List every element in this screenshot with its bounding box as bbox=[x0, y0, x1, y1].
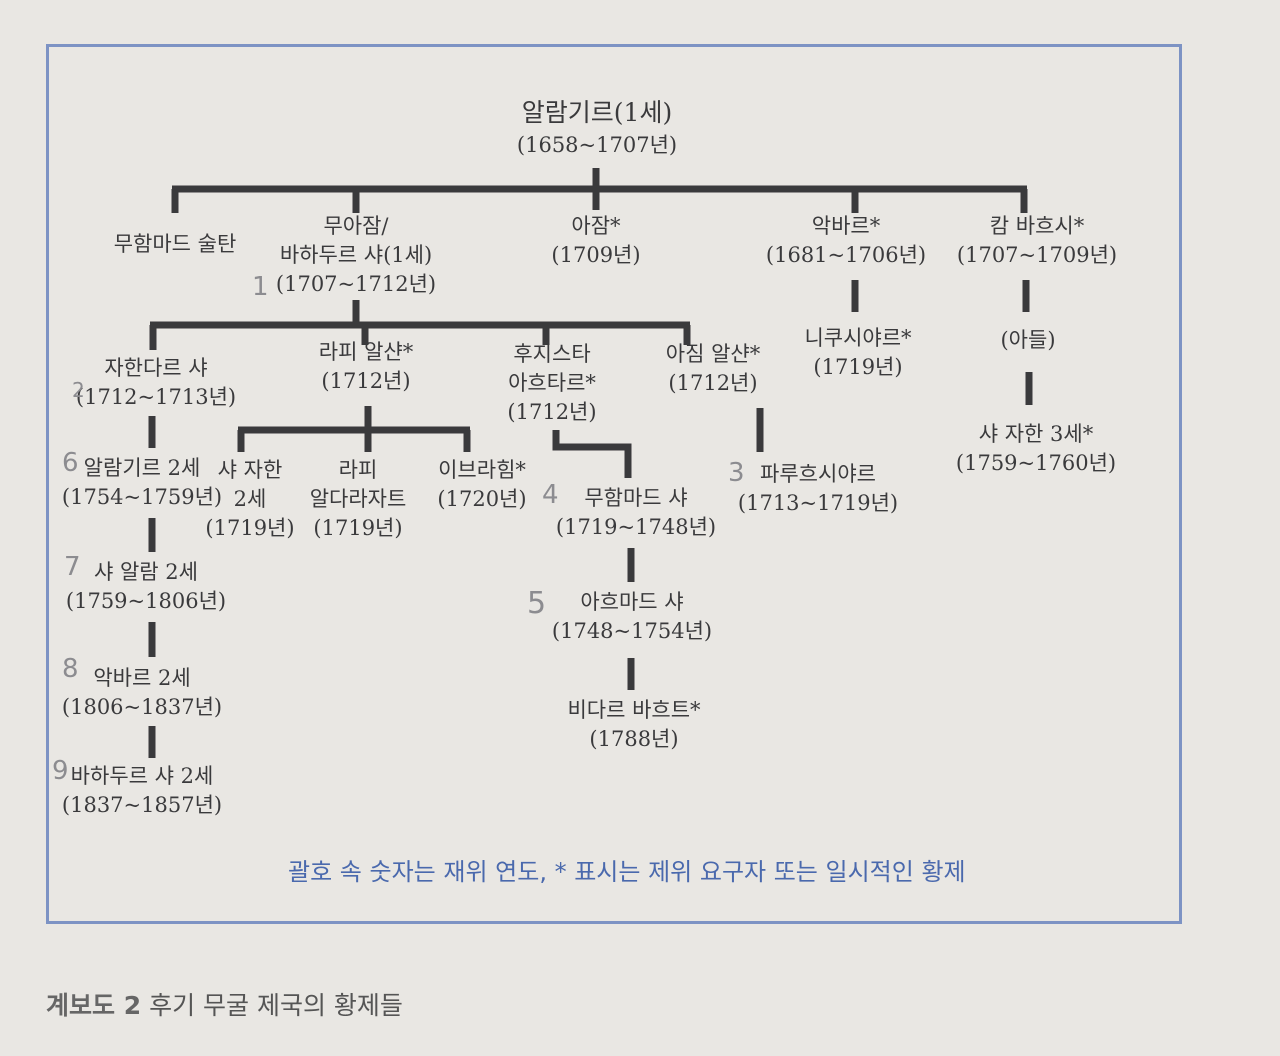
node-akbar-2: 악바르 2세 (1806~1837년) bbox=[62, 664, 222, 722]
node-name: 무함마드 술탄 bbox=[113, 232, 237, 256]
node-years: (1713~1719년) bbox=[737, 491, 899, 515]
node-name-2: 아흐타르* bbox=[508, 371, 596, 395]
node-years: (1681~1706년) bbox=[765, 243, 927, 267]
node-alamgir-2: 알람기르 2세 (1754~1759년) bbox=[62, 454, 222, 512]
node-years: (1759~1760년) bbox=[955, 451, 1117, 475]
node-muhammad-sultan: 무함마드 술탄 bbox=[114, 230, 237, 259]
node-son: (아들) bbox=[1000, 326, 1055, 355]
node-name: 악바르* bbox=[811, 214, 881, 238]
node-years: (1806~1837년) bbox=[61, 695, 223, 719]
node-years: (1707~1712년) bbox=[275, 272, 437, 296]
node-muhammad-shah: 무함마드 샤 (1719~1748년) bbox=[556, 484, 716, 542]
node-rafi-ush-shan: 라피 알샨* (1712년) bbox=[319, 338, 413, 396]
reign-order-mark: 4 bbox=[542, 480, 559, 510]
node-bidar-bakht: 비다르 바흐트* (1788년) bbox=[567, 696, 700, 754]
reign-order-mark: 9 bbox=[52, 756, 69, 786]
node-nikusiyar: 니쿠시야르* (1719년) bbox=[804, 324, 911, 382]
node-name: 샤 자한 bbox=[217, 458, 283, 482]
node-name: 라피 알샨* bbox=[318, 340, 414, 364]
node-years: (1837~1857년) bbox=[61, 793, 223, 817]
node-ahmad-shah: 아흐마드 샤 (1748~1754년) bbox=[552, 588, 712, 646]
node-jahandar-shah: 자한다르 샤 (1712~1713년) bbox=[76, 354, 236, 412]
reign-order-mark: 2 bbox=[72, 378, 85, 402]
node-years: (1658~1707년) bbox=[516, 133, 678, 157]
node-name: 후지스타 bbox=[513, 342, 591, 366]
node-years: (1748~1754년) bbox=[551, 619, 713, 643]
node-name-2: 바하두르 샤(1세) bbox=[279, 243, 433, 267]
node-name: 아흐마드 샤 bbox=[580, 590, 684, 614]
node-years: (1759~1806년) bbox=[65, 589, 227, 613]
node-name: 라피 bbox=[338, 458, 378, 482]
node-years: (1719년) bbox=[313, 516, 403, 540]
node-name: 샤 자한 3세* bbox=[978, 422, 1094, 446]
node-farrukhsiyar: 파루흐시야르 (1713~1719년) bbox=[738, 460, 898, 518]
reign-order-mark: 8 bbox=[62, 654, 79, 684]
diagram-frame bbox=[46, 44, 1182, 924]
node-years: (1788년) bbox=[589, 727, 679, 751]
reign-order-mark: 6 bbox=[62, 448, 79, 478]
reign-order-mark: 5 bbox=[527, 586, 547, 621]
node-name: 캄 바흐시* bbox=[989, 214, 1085, 238]
node-name-2: 2세 bbox=[233, 487, 267, 511]
node-years: (1712년) bbox=[321, 369, 411, 393]
node-years: (1719~1748년) bbox=[555, 515, 717, 539]
node-name: 아잠* bbox=[571, 214, 621, 238]
node-shah-jahan-2: 샤 자한 2세 (1719년) bbox=[205, 456, 294, 543]
node-name: 니쿠시야르* bbox=[804, 326, 912, 350]
caption-label: 계보도 2 bbox=[46, 991, 142, 1020]
node-name: 자한다르 샤 bbox=[104, 356, 208, 380]
node-name: 이브라힘* bbox=[438, 458, 526, 482]
reign-order-mark: 3 bbox=[728, 458, 745, 488]
node-ibrahim: 이브라힘* (1720년) bbox=[437, 456, 526, 514]
node-name: 알람기르(1세) bbox=[521, 98, 673, 127]
node-kam-bakhsh: 캄 바흐시* (1707~1709년) bbox=[957, 212, 1117, 270]
node-rafi-ud-darajat: 라피 알다라자트 (1719년) bbox=[310, 456, 407, 543]
node-azim-ush-shan: 아짐 알샨* (1712년) bbox=[666, 340, 760, 398]
node-azam: 아잠* (1709년) bbox=[551, 212, 640, 270]
node-years: (1707~1709년) bbox=[956, 243, 1118, 267]
node-name: 아짐 알샨* bbox=[665, 342, 761, 366]
node-name: 악바르 2세 bbox=[93, 666, 191, 690]
node-akbar: 악바르* (1681~1706년) bbox=[766, 212, 926, 270]
legend-note: 괄호 속 숫자는 재위 연도, * 표시는 제위 요구자 또는 일시적인 황제 bbox=[288, 858, 966, 886]
node-muazzam: 무아잠/ 바하두르 샤(1세) (1707~1712년) bbox=[276, 212, 436, 299]
node-shah-alam-2: 샤 알람 2세 (1759~1806년) bbox=[66, 558, 226, 616]
node-name: 알람기르 2세 bbox=[83, 456, 201, 480]
node-years: (1712년) bbox=[668, 371, 758, 395]
node-years: (1720년) bbox=[437, 487, 527, 511]
node-khujista-akhtar: 후지스타 아흐타르* (1712년) bbox=[507, 340, 596, 427]
node-years: (1719년) bbox=[813, 355, 903, 379]
node-shah-jahan-3: 샤 자한 3세* (1759~1760년) bbox=[956, 420, 1116, 478]
node-bahadur-shah-2: 바하두르 샤 2세 (1837~1857년) bbox=[62, 762, 222, 820]
node-years: (1712~1713년) bbox=[75, 385, 237, 409]
node-years: (1719년) bbox=[205, 516, 295, 540]
reign-order-mark: 1 bbox=[252, 272, 269, 302]
node-alamgir-1: 알람기르(1세) (1658~1707년) bbox=[517, 96, 677, 162]
figure-caption: 계보도 2 후기 무굴 제국의 황제들 bbox=[46, 986, 403, 1022]
node-years: (1712년) bbox=[507, 400, 597, 424]
node-years: (1709년) bbox=[551, 243, 641, 267]
node-name: 무함마드 샤 bbox=[584, 486, 688, 510]
node-years: (1754~1759년) bbox=[61, 485, 223, 509]
node-name: 샤 알람 2세 bbox=[93, 560, 198, 584]
caption-title: 후기 무굴 제국의 황제들 bbox=[149, 991, 403, 1020]
node-name: 비다르 바흐트* bbox=[567, 698, 701, 722]
node-name: 파루흐시야르 bbox=[760, 462, 876, 486]
node-name: (아들) bbox=[1000, 328, 1056, 352]
reign-order-mark: 7 bbox=[64, 552, 81, 582]
node-name: 바하두르 샤 2세 bbox=[70, 764, 214, 788]
node-name-2: 알다라자트 bbox=[309, 487, 407, 511]
node-name: 무아잠/ bbox=[323, 214, 389, 238]
